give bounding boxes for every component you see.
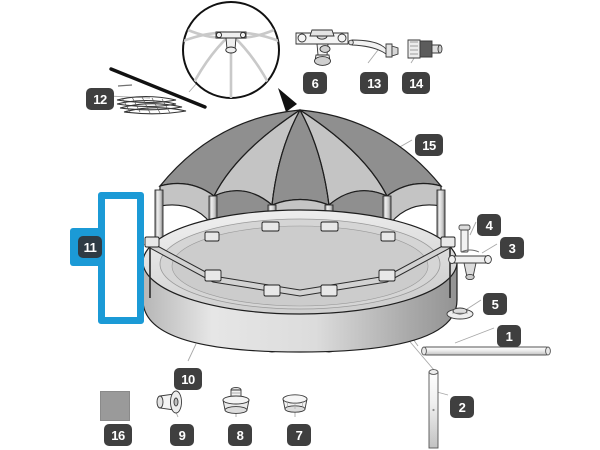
callout-badge-4[interactable]: 4 <box>477 214 501 236</box>
part-5-foot-washer <box>446 307 474 320</box>
callout-badge-8[interactable]: 8 <box>228 424 252 446</box>
part-16-repair-patch <box>100 391 130 421</box>
callout-label-15: 15 <box>422 137 436 153</box>
magnifier-detail-circle <box>182 1 297 112</box>
callout-label-13: 13 <box>367 75 381 91</box>
callout-label-16: 16 <box>111 427 125 443</box>
pool-frame-joints <box>144 221 456 297</box>
callout-label-3: 3 <box>508 240 516 256</box>
part-13-hose-nozzle <box>348 39 399 58</box>
callout-label-14: 14 <box>409 75 423 91</box>
callout-badge-7[interactable]: 7 <box>287 424 311 446</box>
callout-badge-13[interactable]: 13 <box>360 72 388 94</box>
callout-label-4: 4 <box>485 217 493 233</box>
part-1-horizontal-frame-tube <box>421 346 551 356</box>
callout-badge-6[interactable]: 6 <box>303 72 327 94</box>
callout-label-6: 6 <box>311 75 319 91</box>
callout-badge-10[interactable]: 10 <box>174 368 202 390</box>
part-9-strainer-grommet <box>156 390 182 414</box>
part-6-canopy-apex-hub <box>295 29 349 66</box>
callout-badge-9[interactable]: 9 <box>170 424 194 446</box>
callout-label-2: 2 <box>458 399 466 415</box>
callout-label-12: 12 <box>93 91 107 107</box>
callout-badge-5[interactable]: 5 <box>483 293 507 315</box>
part-7-drain-cap <box>282 394 308 413</box>
callout-label-5: 5 <box>491 296 499 312</box>
part-4-locking-pin <box>458 224 471 253</box>
part-14-hose-adapter <box>407 39 443 59</box>
callout-badge-2[interactable]: 2 <box>450 396 474 418</box>
callout-badge-16[interactable]: 16 <box>104 424 132 446</box>
callout-badge-1[interactable]: 1 <box>497 325 521 347</box>
part-3-t-joint-connector <box>448 249 492 281</box>
part-2-vertical-leg-tube <box>428 369 439 449</box>
callout-label-8: 8 <box>236 427 244 443</box>
callout-badge-12[interactable]: 12 <box>86 88 114 110</box>
callout-label-10: 10 <box>181 371 195 387</box>
callout-label-11: 11 <box>83 239 97 255</box>
part-8-threaded-drain-plug <box>222 386 250 414</box>
part-10-pool-liner <box>142 209 458 353</box>
callout-badge-15[interactable]: 15 <box>415 134 443 156</box>
callout-label-7: 7 <box>295 427 303 443</box>
callout-badge-14[interactable]: 14 <box>402 72 430 94</box>
part-12-tension-rope <box>109 67 207 115</box>
callout-label-1: 1 <box>505 328 513 344</box>
callout-label-9: 9 <box>178 427 186 443</box>
callout-badge-3[interactable]: 3 <box>500 237 524 259</box>
callout-badge-11[interactable]: 11 <box>78 236 102 258</box>
highlight-box-part-11 <box>98 192 144 324</box>
